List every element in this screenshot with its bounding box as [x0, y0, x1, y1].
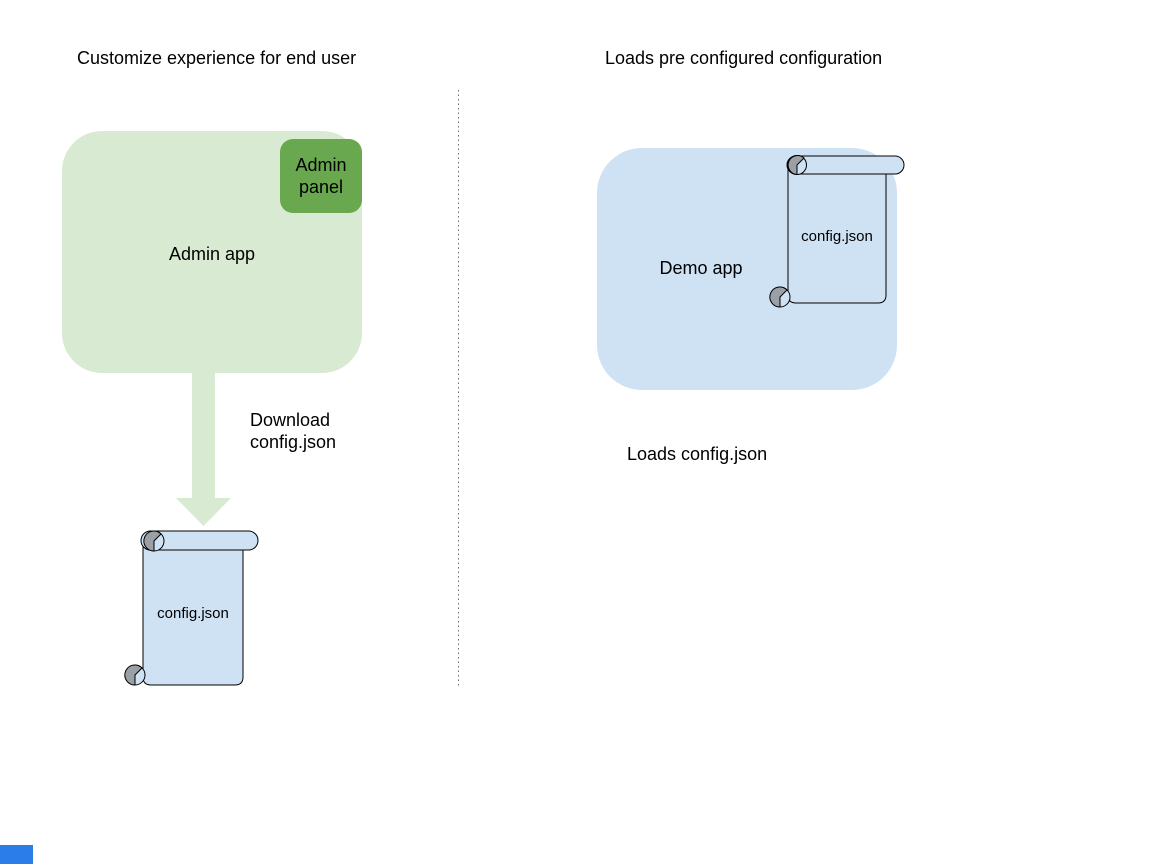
left-section-title: Customize experience for end user [77, 48, 357, 68]
config-scroll-right-icon [769, 155, 905, 308]
corner-blue-rect [0, 845, 33, 864]
demo-app-label: Demo app [659, 258, 743, 278]
config-scroll-right-label: config.json [801, 228, 873, 245]
right-section-title: Loads pre configured configuration [605, 48, 883, 68]
config-scroll-left-label: config.json [157, 605, 229, 622]
admin-app-label: Admin app [168, 244, 256, 264]
loads-config-caption: Loads config.json [627, 444, 768, 464]
section-divider [458, 90, 459, 687]
admin-panel-label: Admin panel [295, 155, 347, 197]
download-arrow-label: Download config.json [250, 410, 337, 452]
config-scroll-left-icon [124, 530, 259, 686]
admin-panel-box: Admin panel [280, 139, 362, 213]
download-arrow-icon [176, 373, 231, 526]
